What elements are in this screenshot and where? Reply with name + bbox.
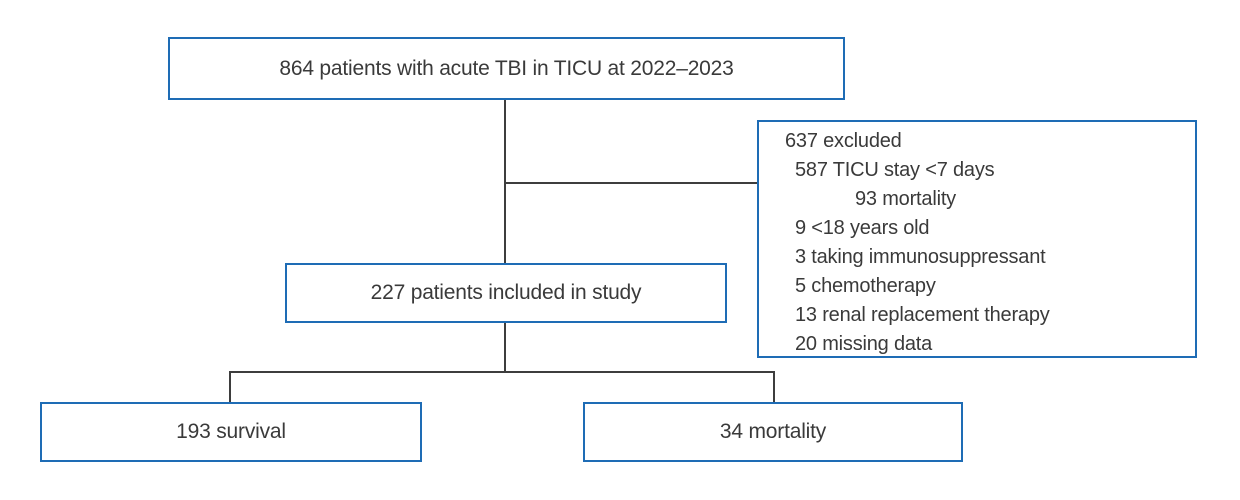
- connector-enrollment-to-included: [504, 99, 506, 264]
- connector-branch-to-mortality: [773, 371, 775, 403]
- box-mortality: 34 mortality: [583, 402, 963, 462]
- connector-included-to-branch: [504, 322, 506, 373]
- exclusion-line: 3 taking immunosuppressant: [795, 246, 1046, 268]
- exclusion-line: 587 TICU stay <7 days: [795, 159, 995, 181]
- box-included: 227 patients included in study: [285, 263, 727, 323]
- exclusion-line: 5 chemotherapy: [795, 275, 936, 297]
- connector-branch-to-survival: [229, 371, 231, 403]
- box-enrollment: 864 patients with acute TBI in TICU at 2…: [168, 37, 845, 100]
- box-survival: 193 survival: [40, 402, 422, 462]
- exclusion-line: 637 excluded: [785, 130, 902, 152]
- included-label: 227 patients included in study: [370, 281, 642, 304]
- exclusion-line: 93 mortality: [855, 188, 956, 210]
- connector-to-exclusion-box: [505, 182, 758, 184]
- box-excluded: 637 excluded 587 TICU stay <7 days 93 mo…: [757, 120, 1197, 358]
- exclusion-line: 13 renal replacement therapy: [795, 304, 1050, 326]
- exclusion-line: 20 missing data: [795, 333, 933, 355]
- mortality-label: 34 mortality: [719, 420, 827, 443]
- enrollment-label: 864 patients with acute TBI in TICU at 2…: [279, 56, 734, 80]
- survival-label: 193 survival: [176, 420, 286, 443]
- connector-branch-horizontal: [229, 371, 775, 373]
- exclusion-line: 9 <18 years old: [795, 217, 930, 239]
